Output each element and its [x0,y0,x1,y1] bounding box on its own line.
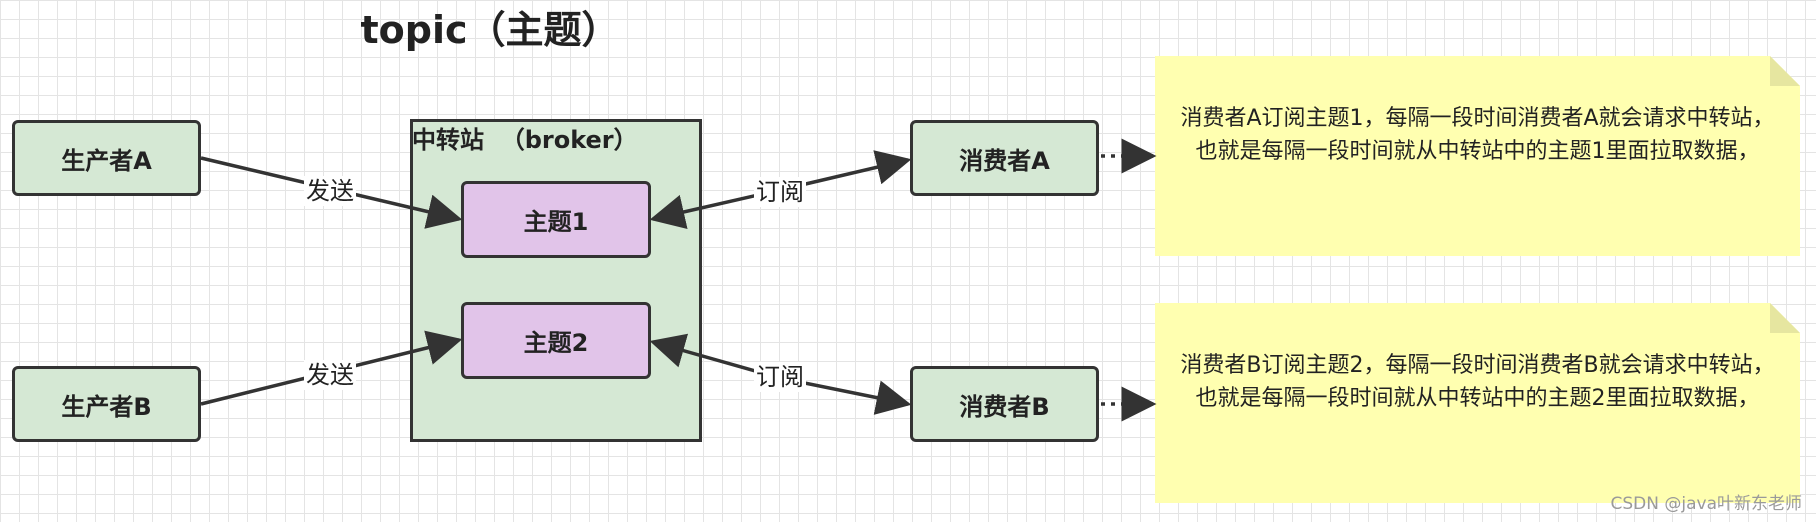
producer-a-node: 生产者A [12,120,201,196]
edge-label-send-a: 发送 [304,176,356,206]
topic-2-node: 主题2 [461,302,651,379]
diagram-title: topic（主题） [360,7,620,52]
consumer-b-node: 消费者B [910,366,1099,442]
edge-label-subscribe-a: 订阅 [754,177,806,207]
broker-label: 中转站 （broker） [412,126,638,154]
note-consumer-b: 消费者B订阅主题2，每隔一段时间消费者B就会请求中转站，也就是每隔一段时间就从中… [1155,303,1800,503]
edge-label-subscribe-b: 订阅 [754,362,806,392]
producer-b-node: 生产者B [12,366,201,442]
note-consumer-a: 消费者A订阅主题1，每隔一段时间消费者A就会请求中转站，也就是每隔一段时间就从中… [1155,56,1800,256]
broker-container [410,119,702,442]
watermark: CSDN @java叶新东老师 [1610,494,1803,514]
topic-1-node: 主题1 [461,181,651,258]
consumer-a-node: 消费者A [910,120,1099,196]
edge-label-send-b: 发送 [304,360,356,390]
